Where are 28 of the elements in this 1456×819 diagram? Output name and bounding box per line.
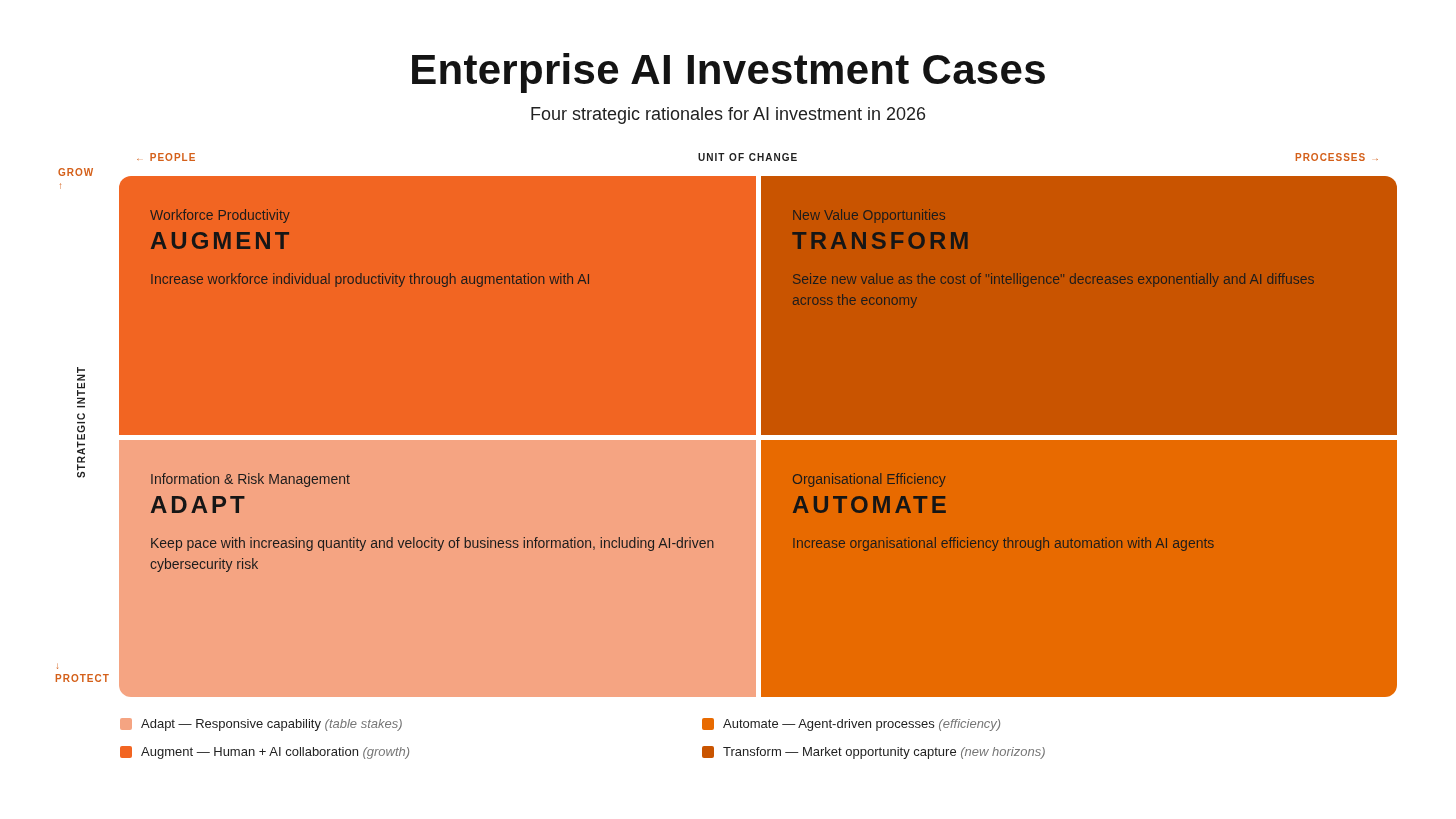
axis-title: STRATEGIC INTENT [75,366,88,478]
axis-label: ↓ PROTECT [55,659,107,685]
quadrant-heading: TRANSFORM [792,226,973,256]
quadrant-panel [761,440,1397,697]
subtitle: Four strategic rationales for AI investment in 2026 [529,104,927,125]
legend-label: Transform — Market opportunity capture (new horizons) [723,744,1046,760]
quadrant-heading: ADAPT [150,490,248,520]
quadrant-panel [761,176,1397,435]
axis-title: UNIT OF CHANGE [698,151,799,164]
legend-label: Adapt — Responsive capability (table stakes) [141,716,403,732]
quadrant-subtitle: Organisational Efficiency [792,470,946,488]
quadrant-heading: AUTOMATE [792,490,950,520]
legend-label: Augment — Human + AI collaboration (growth) [141,744,411,760]
quadrant-panel [119,176,756,435]
title: Enterprise AI Investment Cases [409,46,1047,94]
quadrant-description: Keep pace with increasing quantity and velocity of business information, including AI-driven cybersecurity risk [150,534,715,574]
legend-label: Automate — Agent-driven processes (efficiency) [723,716,1002,732]
axis-label: ← PEOPLE [135,151,197,164]
quadrant-subtitle: Information & Risk Management [150,470,350,488]
axis-label: PROCESSES → [1294,151,1381,164]
quadrant-heading: AUGMENT [150,226,293,256]
quadrant-description: Increase organisational efficiency through automation with AI agents [792,534,1216,553]
quadrant-description: Seize new value as the cost of "intelligence" decreases exponentially and AI diffuses across the economy [792,270,1316,310]
quadrant-panel [119,440,756,697]
quadrant-subtitle: Workforce Productivity [150,206,290,224]
quadrant-description: Increase workforce individual productivity through augmentation with AI [150,270,592,289]
quadrant-subtitle: New Value Opportunities [792,206,946,224]
axis-label: GROW ↑ [58,166,92,192]
